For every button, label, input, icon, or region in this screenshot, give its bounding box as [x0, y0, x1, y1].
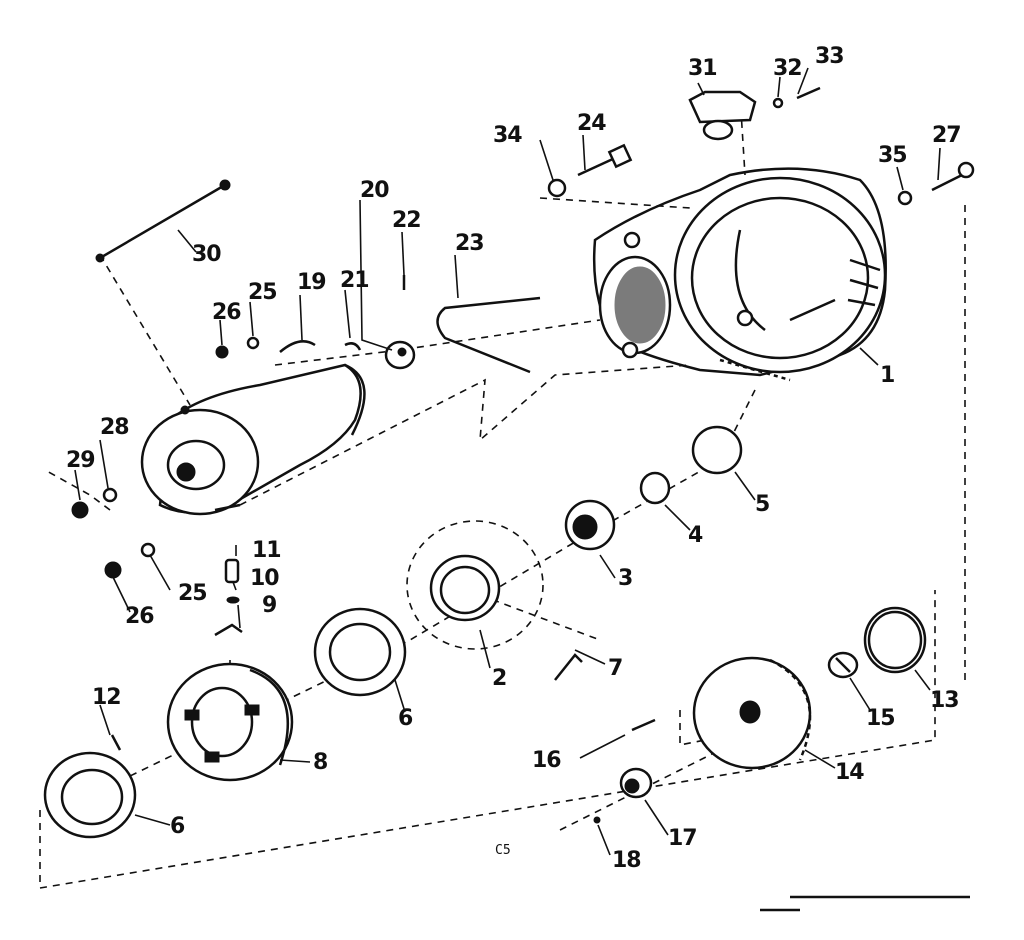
- callout-part-35: 35: [878, 143, 908, 168]
- part-2-ring-gear: [406, 520, 544, 650]
- part-25-washer-lower: [140, 542, 156, 558]
- callout-part-26-upper: 26: [212, 300, 242, 325]
- part-27-bolt: [931, 161, 975, 192]
- part-33-screw: [796, 86, 821, 100]
- part-34-nut: [547, 178, 567, 198]
- part-4-ring: [639, 471, 671, 505]
- callout-part-24: 24: [577, 111, 607, 136]
- callout-part-32: 32: [773, 56, 803, 81]
- part-13-cover-ring: [863, 606, 927, 674]
- callout-part-7: 7: [608, 656, 623, 681]
- part-12-spring: [110, 734, 122, 751]
- callout-part-34: 34: [493, 123, 523, 148]
- callout-part-13: 13: [930, 688, 960, 713]
- part-35-washer: [897, 190, 913, 206]
- callout-part-6-lower: 6: [170, 814, 185, 839]
- callout-part-33: 33: [815, 44, 845, 69]
- callout-part-16: 16: [532, 748, 562, 773]
- part-11-screw: [224, 558, 240, 584]
- part-26-nut-upper: [215, 345, 229, 359]
- part-23-spring-wire: [436, 296, 541, 374]
- callout-part-28: 28: [100, 415, 130, 440]
- part-20-gear: [384, 340, 416, 370]
- callout-part-21: 21: [340, 268, 370, 293]
- part-15-clip: [827, 651, 859, 679]
- part-10-washer: [226, 596, 240, 604]
- part-31-terminal-block: [688, 90, 757, 141]
- callout-part-1: 1: [880, 363, 895, 388]
- callout-part-20: 20: [360, 178, 390, 203]
- part-14-drive-gear: [692, 656, 812, 770]
- callout-part-5: 5: [755, 492, 770, 517]
- callout-part-11: 11: [252, 538, 282, 563]
- callout-part-9: 9: [262, 593, 277, 618]
- part-29-nut: [71, 501, 89, 519]
- callout-part-18: 18: [612, 848, 642, 873]
- part-5-cap: [691, 425, 743, 475]
- callout-part-8: 8: [313, 750, 328, 775]
- part-17-sleeve: [619, 767, 653, 799]
- callout-part-14: 14: [835, 760, 865, 785]
- callout-part-15: 15: [866, 706, 896, 731]
- part-1-housing: [592, 167, 887, 382]
- diagram-code: C5: [495, 843, 511, 858]
- callout-part-30: 30: [192, 242, 222, 267]
- callout-part-12: 12: [92, 685, 122, 710]
- part-30-through-bolt: [95, 179, 231, 263]
- callout-part-19: 19: [297, 270, 327, 295]
- callout-part-10: 10: [250, 566, 280, 591]
- part-3-bushing: [564, 499, 616, 551]
- callout-part-22: 22: [392, 208, 422, 233]
- callout-part-3: 3: [618, 566, 633, 591]
- callout-part-2: 2: [492, 666, 507, 691]
- callout-part-29: 29: [66, 448, 96, 473]
- part-18-screw: [593, 816, 601, 824]
- scale-bar: [760, 895, 970, 912]
- part-6-washer-middle: [313, 607, 407, 697]
- callout-part-27: 27: [932, 123, 962, 148]
- part-28-washer: [102, 487, 118, 503]
- part-6-washer-left: [43, 751, 137, 839]
- callout-part-23: 23: [455, 231, 485, 256]
- part-16-pin: [631, 718, 656, 732]
- callout-part-25-upper: 25: [248, 280, 278, 305]
- part-24-bolt: [577, 143, 633, 177]
- callout-part-6-middle: 6: [398, 706, 413, 731]
- part-9-bracket: [214, 623, 243, 637]
- callout-part-26-lower: 26: [125, 604, 155, 629]
- callout-part-4: 4: [688, 523, 703, 548]
- part-7-pawl: [554, 653, 583, 681]
- callout-part-25-lower: 25: [178, 581, 208, 606]
- callout-part-17: 17: [668, 826, 698, 851]
- part-19-motor-frame: [140, 340, 366, 516]
- part-25-washer-upper: [246, 336, 260, 350]
- callout-leader-lines: [74, 67, 941, 856]
- part-8-brush-plate: [166, 662, 294, 782]
- part-21-clip: [344, 342, 362, 351]
- callout-part-31: 31: [688, 56, 718, 81]
- part-32-washer: [772, 97, 784, 109]
